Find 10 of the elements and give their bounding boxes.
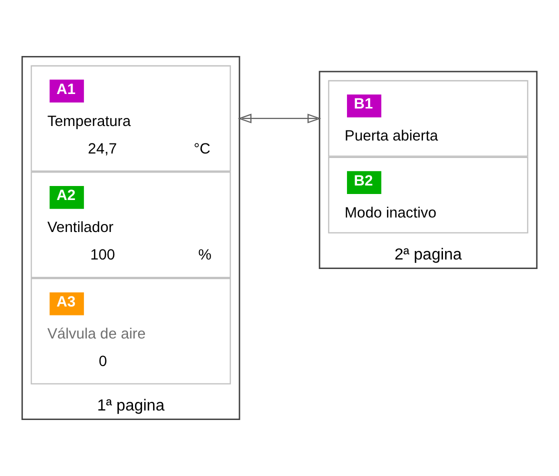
node-box: B2 Modo inactivo [328, 156, 528, 234]
node-box: A1 Temperatura 24,7 °C [30, 65, 231, 172]
arrow [238, 114, 322, 124]
node-label: 2ª pagina [394, 246, 462, 264]
node-box: A3 Válvula de aire 0 [30, 278, 231, 384]
cluster [21, 56, 240, 420]
node-label: 1ª pagina [97, 397, 164, 414]
cluster [318, 70, 538, 269]
node-box: B1 Puerta abierta [328, 80, 528, 157]
node-box: A2 Ventilador 100 % [30, 172, 231, 278]
